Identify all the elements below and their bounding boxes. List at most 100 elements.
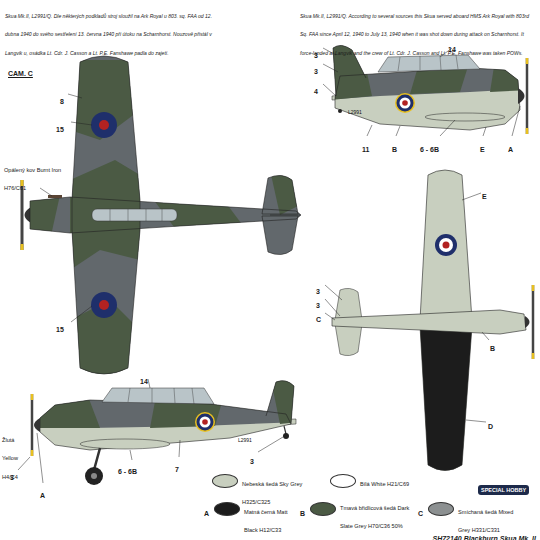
top-view-part bbox=[110, 209, 162, 221]
top-view-part-part bbox=[162, 209, 163, 221]
underside-view bbox=[332, 170, 533, 484]
callout-number-holder: 14 bbox=[140, 370, 148, 388]
underside-view-part bbox=[443, 242, 450, 249]
leader-line-part bbox=[440, 120, 455, 136]
callout-number-holder: 7 bbox=[175, 458, 179, 476]
side-view-starboard-part bbox=[31, 394, 34, 456]
side-view-port-part bbox=[526, 58, 529, 64]
leader-line-part bbox=[130, 450, 132, 460]
side-view-starboard-part bbox=[197, 414, 214, 431]
color-note: Opálený kov Burnt Iron H76/C61 bbox=[4, 167, 61, 191]
color-note-holder: Žlutá Yellow H4/C4 bbox=[2, 428, 28, 483]
camo-title: CAM. C bbox=[8, 70, 33, 77]
note-text: Skua Mk.II, L2991/Q. According to severa… bbox=[300, 13, 529, 56]
top-view-part-part bbox=[262, 216, 298, 255]
callout-number: 3 bbox=[250, 458, 254, 465]
side-view-starboard-part bbox=[40, 381, 294, 450]
legend-text-holder: Smíchaná šedá Mixed Grey H331/C331 bbox=[458, 500, 518, 537]
side-view-starboard-part-part bbox=[40, 400, 291, 450]
note-text: Skua Mk.II, L2991/Q. Dle některých podkl… bbox=[5, 13, 212, 56]
serial-number-holder: L2991 bbox=[348, 100, 362, 118]
callout-number: 4 bbox=[314, 88, 318, 95]
color-swatch bbox=[330, 474, 356, 488]
leader-line-part bbox=[258, 437, 283, 452]
callout-number: E bbox=[482, 193, 487, 200]
callout-number: C bbox=[316, 316, 321, 323]
top-view-part bbox=[99, 120, 109, 130]
side-view-starboard-part bbox=[200, 417, 211, 428]
color-letter: C bbox=[418, 510, 423, 517]
leader-line-part bbox=[71, 122, 92, 125]
leader-line-part bbox=[512, 106, 520, 136]
top-view-part bbox=[91, 112, 117, 138]
callout-number-holder: 3 bbox=[316, 280, 320, 298]
side-view-starboard-part bbox=[85, 467, 103, 485]
leader-line-part bbox=[325, 313, 335, 320]
callout-number-holder: 3 bbox=[316, 294, 320, 312]
underside-view-part bbox=[525, 316, 530, 328]
leader-line-part bbox=[367, 125, 372, 136]
callout-number-holder: B bbox=[490, 337, 495, 355]
color-letter-holder: C bbox=[418, 502, 423, 520]
leader-line-part bbox=[466, 420, 486, 422]
top-view-part bbox=[20, 40, 310, 390]
underside-view-part bbox=[439, 238, 453, 252]
color-letter: A bbox=[204, 510, 209, 517]
side-view-port-part bbox=[333, 45, 520, 130]
underside-view-part bbox=[335, 324, 362, 356]
callout-number: 3 bbox=[316, 302, 320, 309]
leader-line-part bbox=[68, 94, 82, 98]
side-view-starboard-part-part bbox=[270, 375, 300, 424]
callout-number: 14 bbox=[448, 46, 456, 53]
callout-number: D bbox=[488, 423, 493, 430]
top-view-part-part bbox=[110, 209, 111, 221]
top-view-part-part bbox=[270, 170, 300, 215]
side-view-port-part-part bbox=[420, 56, 421, 70]
side-view-port-part-part bbox=[440, 56, 441, 70]
callout-number: 11 bbox=[362, 146, 369, 153]
side-view-starboard-part-part bbox=[192, 388, 194, 404]
side-view-port bbox=[320, 30, 540, 150]
serial-number: L2991 bbox=[238, 437, 252, 443]
callout-number: 7 bbox=[175, 466, 179, 473]
side-view-starboard-part bbox=[128, 388, 194, 404]
side-view-starboard-part bbox=[283, 433, 289, 439]
leader-line-part bbox=[40, 188, 52, 196]
color-letter-holder: A bbox=[204, 502, 209, 520]
callout-number-holder: 3 bbox=[314, 44, 318, 62]
callout-number-holder: 15 bbox=[56, 118, 64, 136]
color-letter-holder: B bbox=[300, 502, 305, 520]
callout-number: 14 bbox=[140, 378, 148, 385]
side-view-port-part bbox=[518, 88, 525, 104]
leader-line-part bbox=[37, 433, 43, 483]
callout-number-holder: 4 bbox=[314, 80, 318, 98]
color-swatch bbox=[310, 502, 336, 516]
side-view-starboard bbox=[20, 375, 305, 485]
callout-number: 3 bbox=[314, 68, 318, 75]
maker-logo-holder: SPECIAL HOBBY bbox=[478, 478, 529, 496]
side-view-starboard-part bbox=[80, 439, 170, 449]
top-view-part bbox=[92, 209, 177, 221]
callout-number-holder: 14 bbox=[448, 38, 456, 56]
side-view-starboard-part-part bbox=[152, 388, 153, 403]
callout-number: 15 bbox=[56, 126, 64, 133]
underside-view-part bbox=[435, 234, 457, 256]
callout-number-holder: 6 - 6B bbox=[420, 138, 439, 156]
side-view-starboard-part-part bbox=[20, 375, 305, 465]
callout-number-holder: 8 bbox=[60, 90, 64, 108]
top-view-part bbox=[99, 300, 109, 310]
color-note: Žlutá Yellow H4/C4 bbox=[2, 437, 18, 480]
side-view-starboard-part bbox=[102, 388, 214, 404]
leader-line-part bbox=[18, 457, 30, 470]
side-view-port-part bbox=[395, 93, 415, 113]
callout-number: A bbox=[508, 146, 513, 153]
leader-line-part bbox=[483, 127, 486, 136]
callout-number: B bbox=[392, 146, 397, 153]
top-view-part-part bbox=[128, 209, 129, 221]
side-view-port-part bbox=[398, 55, 458, 71]
legend-text: Matná černá Matt Black H12/C33 bbox=[244, 509, 288, 533]
serial-number: L2991 bbox=[348, 109, 362, 115]
legend-text: Bílá White H21/C69 bbox=[360, 481, 409, 487]
